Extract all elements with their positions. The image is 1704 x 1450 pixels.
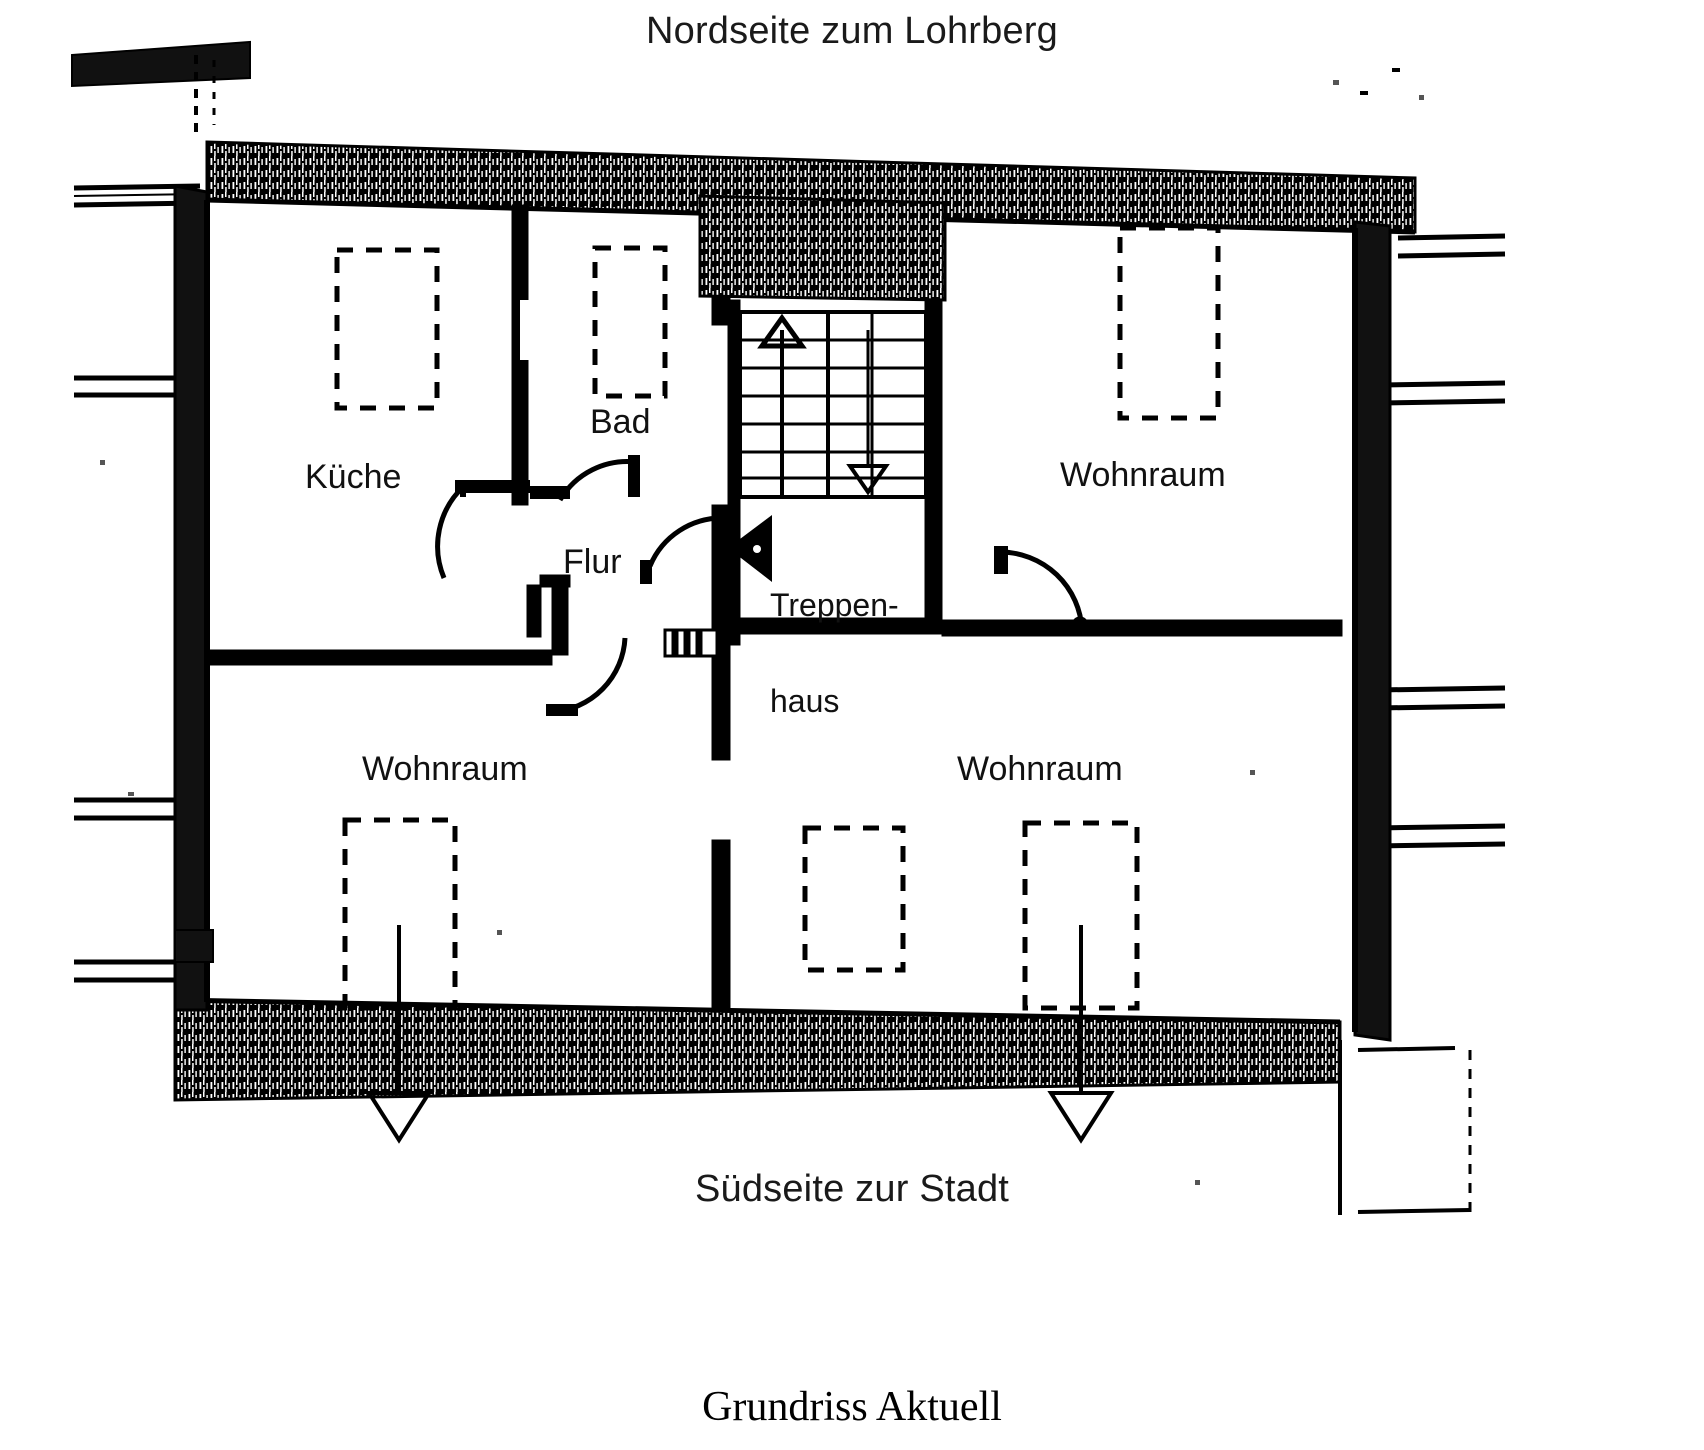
interior-walls	[206, 194, 1343, 1009]
room-label-treppenhaus: Treppen- haus	[770, 525, 899, 781]
exterior-wall-south	[173, 997, 1342, 1102]
figure-caption: Grundriss Aktuell	[702, 1384, 1002, 1430]
stair-up-arrow	[757, 313, 807, 349]
treppenhaus-line-2: haus	[770, 683, 840, 719]
stair-down-arrow	[846, 464, 890, 496]
dashed-outline-bad	[592, 245, 668, 399]
exterior-wall-west	[173, 184, 214, 1012]
neighbour-wall-stubs-right	[1338, 68, 1506, 1215]
dashed-outline-wohnraum-ne	[1117, 225, 1221, 421]
view-direction-arrow-down-left	[365, 925, 433, 1144]
stair-pointer-triangle	[728, 515, 772, 582]
room-label-wohnraum-nordost: Wohnraum	[1060, 456, 1226, 494]
dashed-outline-wohnraum-se-left	[802, 825, 906, 973]
room-label-bad: Bad	[590, 403, 651, 441]
orientation-label-south: Südseite zur Stadt	[694, 1168, 1010, 1210]
room-label-wohnraum-suedost: Wohnraum	[957, 750, 1123, 788]
view-direction-arrow-down-right	[1047, 925, 1115, 1144]
door-wohnraum-se	[994, 546, 1089, 634]
exterior-wall-east	[1352, 220, 1392, 1042]
treppenhaus-line-1: Treppen-	[770, 587, 899, 623]
scan-artefacts	[100, 80, 1424, 1185]
room-label-kueche: Küche	[305, 458, 402, 496]
room-label-wohnraum-suedwest: Wohnraum	[362, 750, 528, 788]
door-kueche	[435, 480, 530, 579]
door-bad	[530, 455, 640, 502]
dashed-outline-kueche	[334, 247, 440, 411]
orientation-label-north: Nordseite zum Lohrberg	[645, 10, 1059, 52]
room-label-flur: Flur	[563, 543, 622, 581]
door-treppenhaus	[640, 515, 725, 584]
staircase	[738, 310, 928, 499]
door-wohnraum-sw	[546, 637, 628, 716]
